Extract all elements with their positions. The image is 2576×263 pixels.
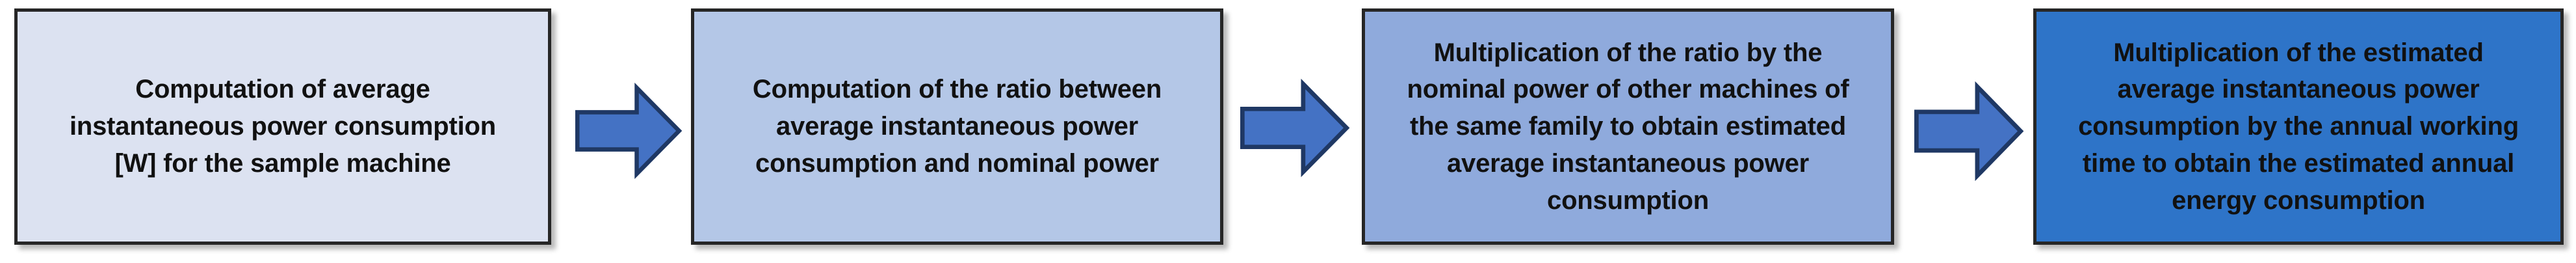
process-step-2-box[interactable]: Computation of the ratio between average… [691, 8, 1223, 245]
arrow-step1-to-step2-icon [575, 82, 683, 180]
process-step-2-label: Computation of the ratio between average… [752, 75, 1162, 178]
process-step-3-box[interactable]: Multiplication of the ratio by the nomin… [1362, 8, 1894, 245]
process-step-3-label: Multiplication of the ratio by the nomin… [1407, 38, 1849, 215]
process-step-4-label: Multiplication of the estimated average … [2078, 38, 2519, 215]
process-step-4-box[interactable]: Multiplication of the estimated average … [2033, 8, 2564, 245]
arrow-step2-to-step3-icon [1240, 78, 1350, 178]
arrow-step3-to-step4-icon [1914, 81, 2024, 182]
process-step-1-label: Computation of average instantaneous pow… [69, 75, 497, 178]
process-step-1-box[interactable]: Computation of average instantaneous pow… [14, 8, 551, 245]
